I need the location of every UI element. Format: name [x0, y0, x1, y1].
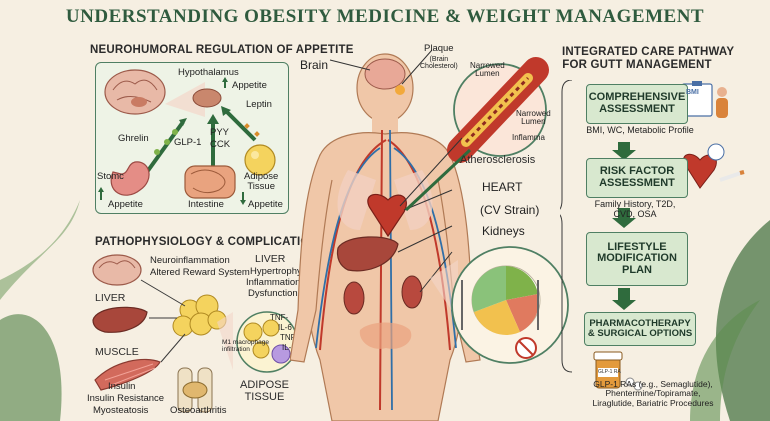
- myosteatosis-label: Myosteatosis: [93, 405, 149, 416]
- muscle-icon: [94, 358, 161, 391]
- bmi-text: BMI: [686, 89, 699, 96]
- step1-note: BMI, WC, Metabolic Profile: [586, 125, 694, 135]
- osteoarthritis-label: Osteoarthritis: [170, 405, 227, 416]
- body-illustration: [290, 49, 569, 421]
- step-risk-factor-assessment: RISK FACTOR ASSESSMENT: [586, 158, 688, 198]
- glp1-label: GLP-1: [174, 137, 202, 148]
- knee-icon: [177, 367, 213, 413]
- bmi-clipboard-icon: [681, 81, 728, 118]
- small-brain-icon: [92, 254, 142, 286]
- patho-heading: PATHOPHYSIOLOGY & COMPLICATIONS: [95, 236, 326, 248]
- step2-note: Family History, T2D, CVD, OSA: [594, 199, 676, 219]
- pathway-arrows: [612, 142, 636, 310]
- plaque-sub-label: (Brain Cholesterol): [420, 56, 458, 71]
- tnf-label-1: TNF-: [270, 313, 289, 322]
- plaque-label: Plaque: [424, 43, 454, 54]
- hypothalamus-label: Hypothalamus: [178, 67, 239, 78]
- kidneys-icon: [343, 275, 423, 315]
- inflamma-label: Inflamma: [512, 133, 545, 142]
- dysfunction-label: Dysfunction: [248, 288, 298, 299]
- intestine-icon: [184, 165, 236, 199]
- plate-icon: [430, 246, 569, 364]
- hypothalamus-icon: [165, 82, 222, 117]
- fat-cluster-icon: [172, 294, 227, 337]
- pathway-heading: INTEGRATED CARE PATHWAY FOR GUTT MANAGEM…: [562, 46, 735, 72]
- hypertrophy-label: Hypertrophy: [250, 266, 302, 277]
- pill-bottle-icon: [593, 351, 643, 391]
- patho-liver-label: LIVER: [95, 292, 126, 304]
- stomach-label: Stomc: [97, 171, 124, 182]
- pathway-bracket: [560, 80, 573, 373]
- artery-zoom-icon: [447, 57, 549, 163]
- narrowed-lumen-label-1: Narrowed Lumen: [470, 61, 505, 79]
- patho-liver-icon: [92, 306, 148, 333]
- adipose-icon: [244, 144, 276, 176]
- tnf-label-2: TNF-α: [280, 333, 303, 342]
- pyy-label: PYY: [210, 127, 230, 138]
- liver2-label: LIVER: [255, 253, 286, 265]
- inflammation-label: Inflammation: [246, 277, 301, 288]
- neuro-label-1: Neuroinflammation: [150, 255, 230, 266]
- bottle-label: GLP-1 RA: [598, 369, 621, 375]
- page-title: UNDERSTANDING OBESITY MEDICINE & WEIGHT …: [65, 6, 705, 27]
- insulin-resistance-label: Insulin Resistance: [87, 393, 165, 404]
- heart-icon: [367, 193, 407, 238]
- narrowed-lumen-label-2: Narrowed Lumen: [516, 109, 551, 127]
- atherosclerosis-label: Atherosclerosis: [460, 154, 536, 166]
- brain-label: Brain: [300, 58, 329, 72]
- body-liver-icon: [336, 236, 399, 272]
- cck-label: CCK: [210, 139, 231, 150]
- ghrelin-label: Ghrelin: [118, 133, 149, 144]
- insulin-label: Insulin: [108, 381, 136, 392]
- appetite-up-label: Appetite: [232, 80, 267, 91]
- appetite-heading: NEUROHUMORAL REGULATION OF APPETITE: [90, 44, 354, 56]
- adipose-label: Adipose Tissue: [244, 171, 279, 192]
- brain-icon: [104, 69, 166, 115]
- leptin-arrow: [223, 108, 257, 142]
- stomach-appetite-label: Appetite: [108, 199, 143, 210]
- kidneys-label: Kidneys: [482, 224, 525, 238]
- macrophage-label: M1 macrophage infiltration: [222, 339, 269, 353]
- cv-strain-label: (CV Strain): [480, 203, 540, 217]
- intestine-label: Intestine: [188, 199, 224, 210]
- step4-note: GLP-1 RAs (e.g., Semaglutide), Phentermi…: [592, 379, 714, 408]
- adipose-tissue-label: ADIPOSE TISSUE: [240, 379, 289, 403]
- adipose-appetite-label: Appetite: [248, 199, 283, 210]
- step-lifestyle-modification: LIFESTYLE MODIFICATION PLAN: [586, 232, 688, 286]
- appetite-illustration: [98, 69, 276, 205]
- step-comprehensive-assessment: COMPREHENSIVE ASSESSMENT: [586, 84, 688, 124]
- human-body-icon: [290, 53, 481, 421]
- pathway-illustration: [560, 80, 745, 391]
- step-pharmacotherapy: PHARMACOTHERAPY & SURGICAL OPTIONS: [584, 312, 696, 346]
- leptin-label: Leptin: [246, 99, 272, 110]
- stomach-icon: [110, 161, 150, 196]
- il6-label-1: IL-6: [278, 323, 292, 332]
- adipose-zoom-icon: [236, 311, 298, 373]
- muscle-label: MUSCLE: [95, 346, 139, 358]
- neuro-label-2: Altered Reward System: [150, 267, 250, 278]
- risk-heart-icon: [683, 143, 745, 189]
- heart-label: HEART: [482, 180, 523, 194]
- il6-label-2: IL-6: [282, 343, 296, 352]
- patho-illustration: [92, 254, 298, 413]
